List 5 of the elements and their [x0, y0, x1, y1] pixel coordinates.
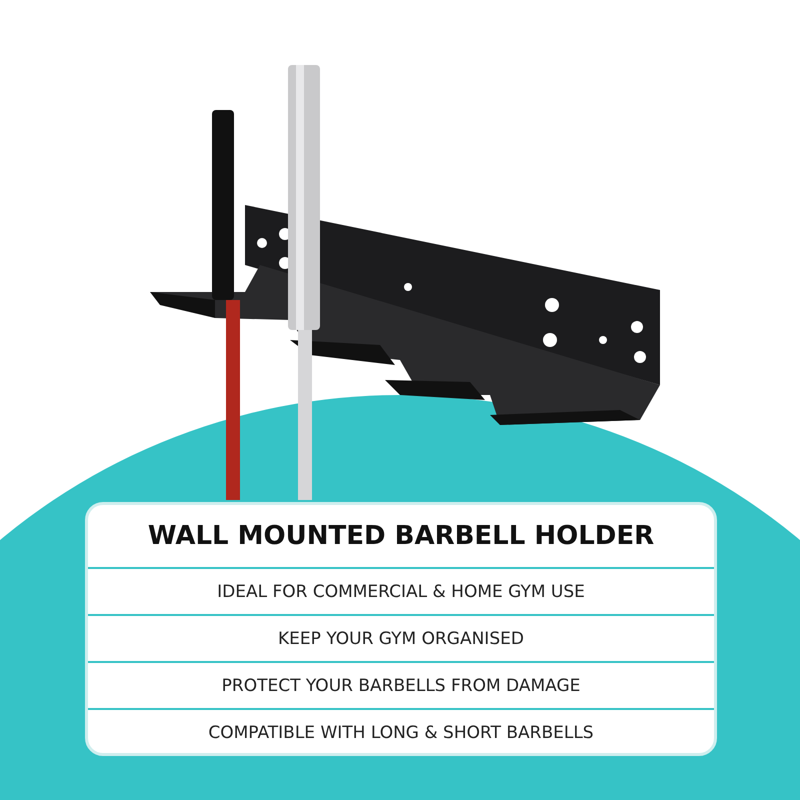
feature-text: IDEAL FOR COMMERCIAL & HOME GYM USE [88, 567, 714, 614]
feature-text: COMPATIBLE WITH LONG & SHORT BARBELLS [88, 708, 714, 753]
feature-text: KEEP YOUR GYM ORGANISED [88, 614, 714, 661]
title: WALL MOUNTED BARBELL HOLDER [146, 520, 656, 553]
feature-text: PROTECT YOUR BARBELLS FROM DAMAGE [88, 661, 714, 708]
